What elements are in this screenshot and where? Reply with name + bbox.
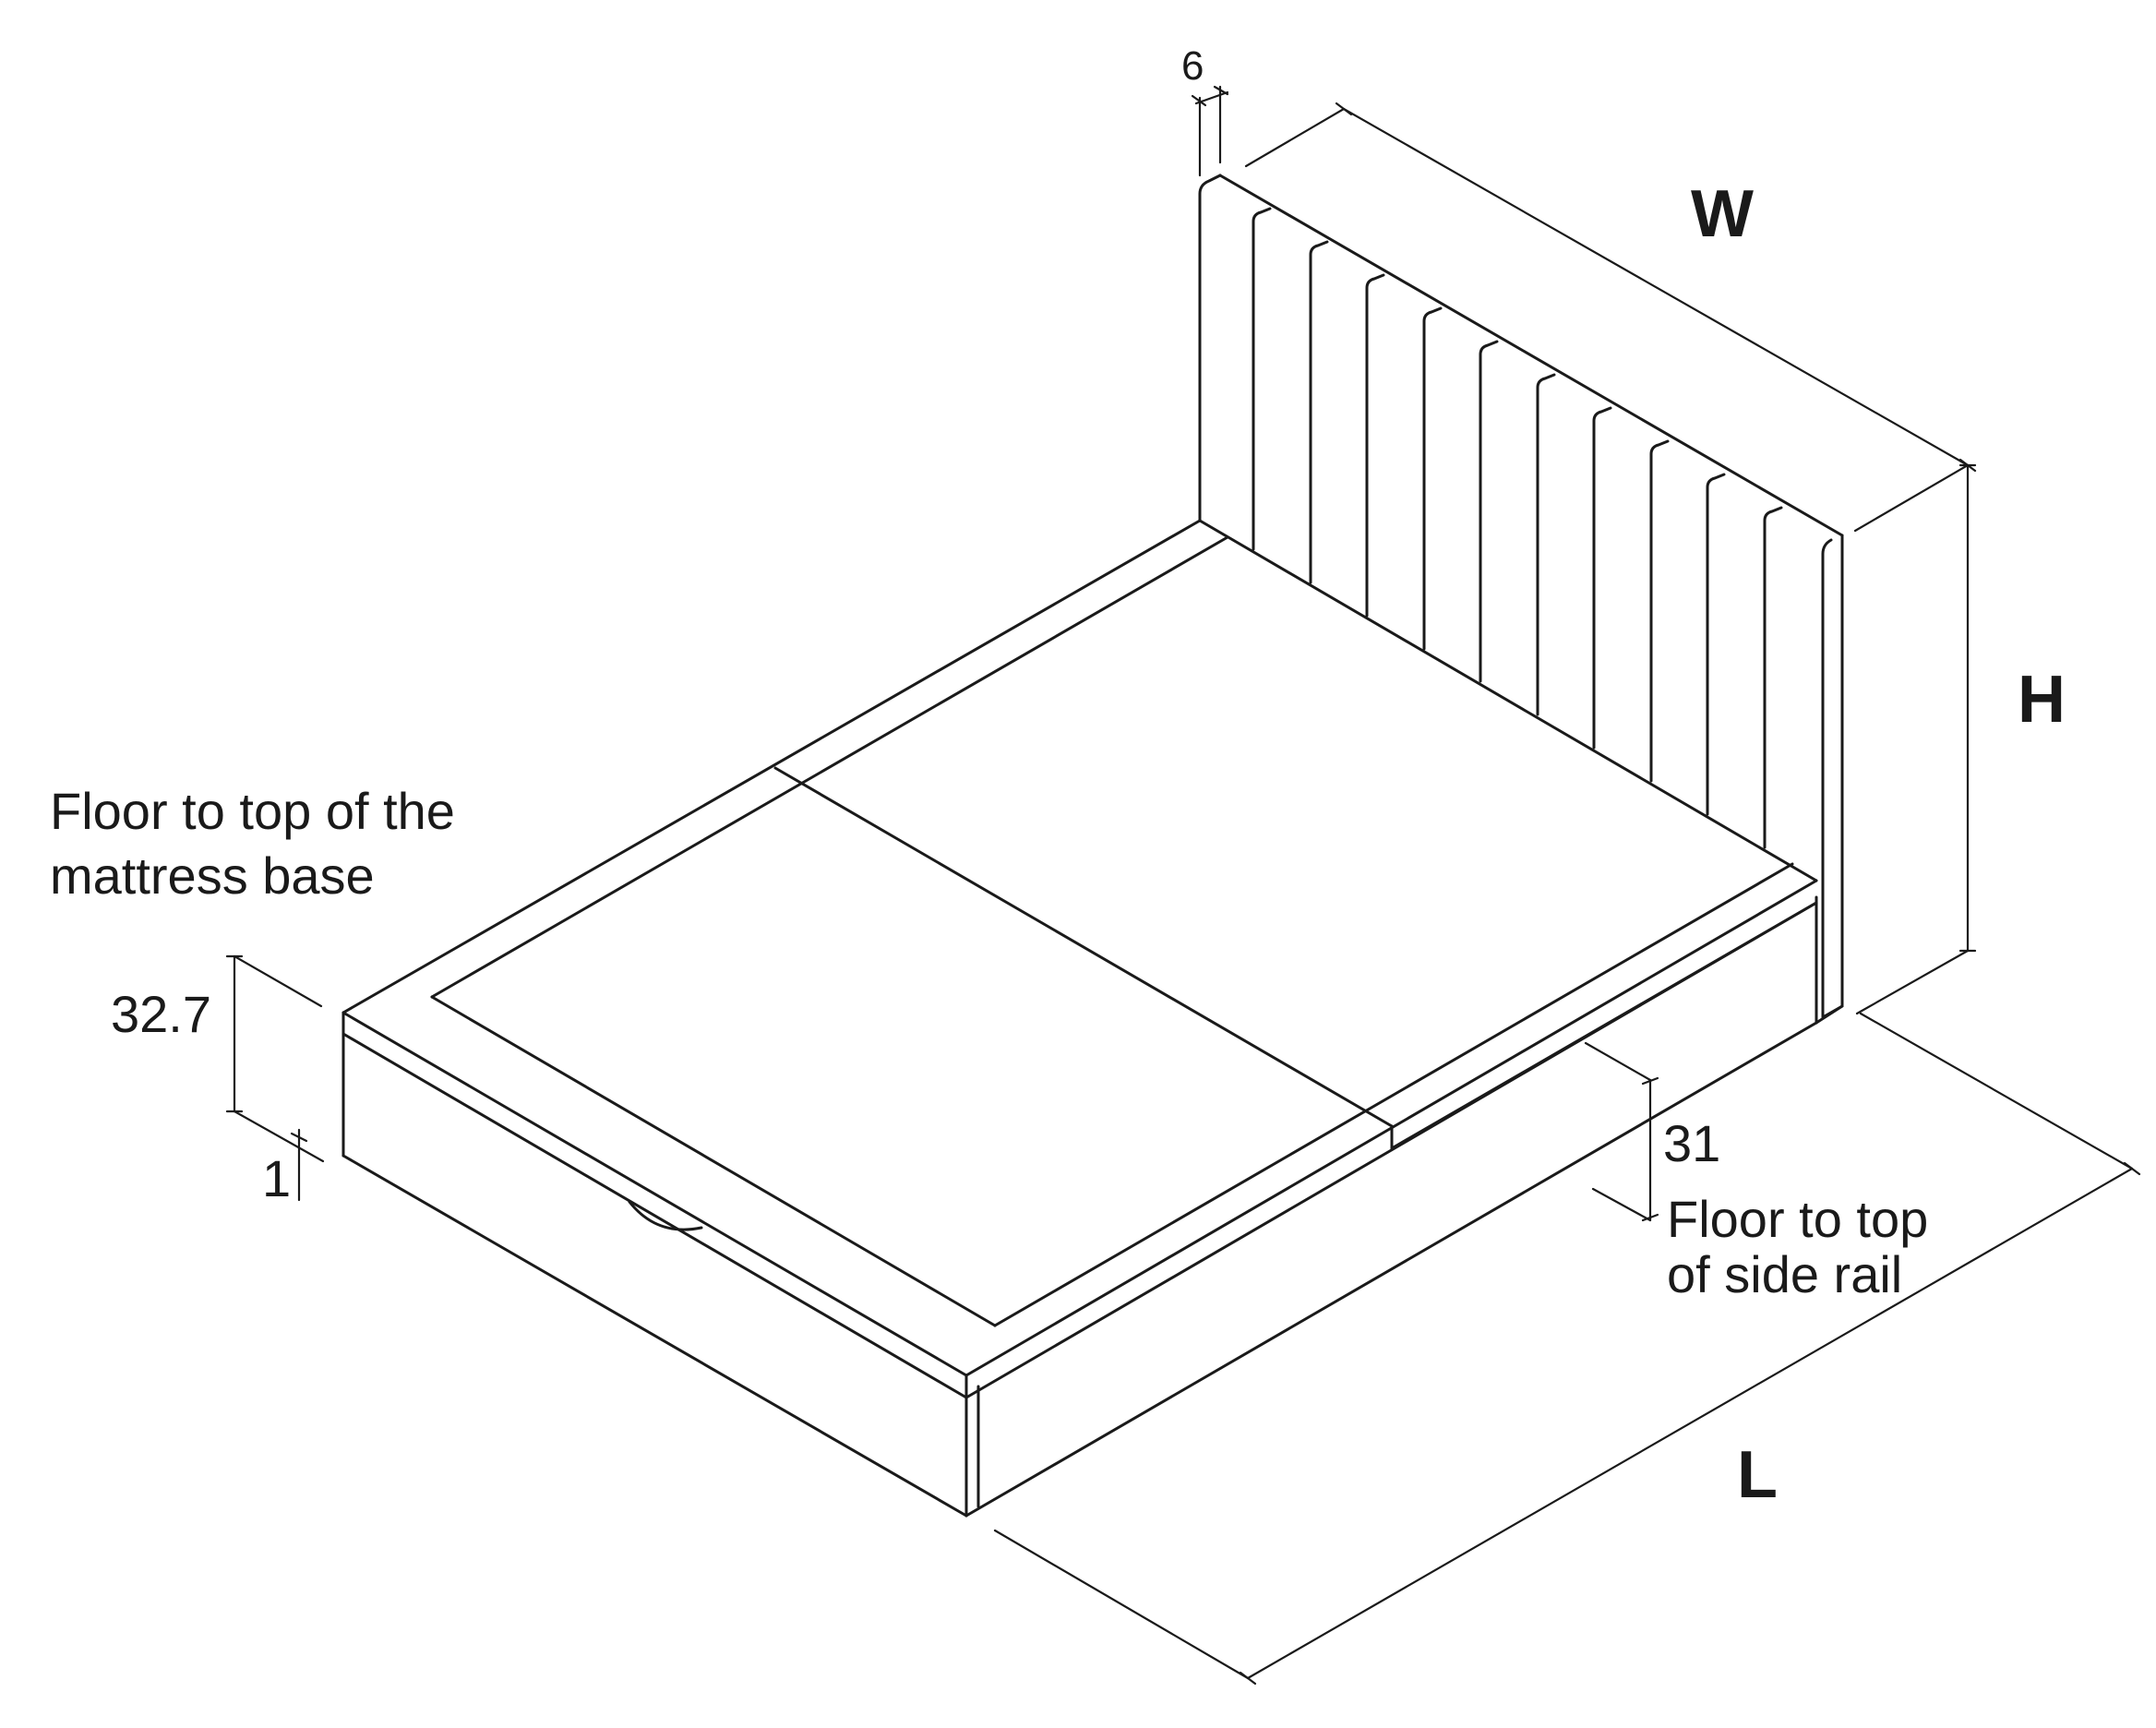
length-dimension: L [993,1012,2141,1686]
headboard-thickness-dimension: 6 [1181,43,1229,177]
mattress-base-height-label: 32.7 [111,985,211,1043]
side-rail-note-line-2: of side rail [1667,1245,1902,1303]
base-lip-dimension: 1 [262,1128,308,1207]
side-rail-note: Floor to top of side rail [1667,1190,1928,1303]
mattress-base-dimension: 32.7 [111,954,325,1163]
side-rail-height-label: 31 [1663,1114,1720,1172]
headboard-channels [1252,207,1783,849]
side-rail-note-line-1: Floor to top [1667,1190,1928,1248]
mattress-base-note-line-1: Floor to top of the [50,782,455,840]
headboard [1198,174,1844,1025]
side-rail-dimension: 31 [1584,1041,1720,1222]
length-label: L [1737,1438,1778,1512]
headboard-thickness-label: 6 [1181,43,1204,89]
mattress-base-note: Floor to top of the mattress base [50,782,455,905]
width-dimension: W [1244,102,1977,533]
bed-frame [341,519,1818,1518]
width-label: W [1691,177,1754,251]
mattress-base-note-line-2: mattress base [50,846,375,905]
base-lip-label: 1 [262,1149,291,1207]
height-dimension: H [1855,463,2066,1015]
height-label: H [2018,663,2066,737]
